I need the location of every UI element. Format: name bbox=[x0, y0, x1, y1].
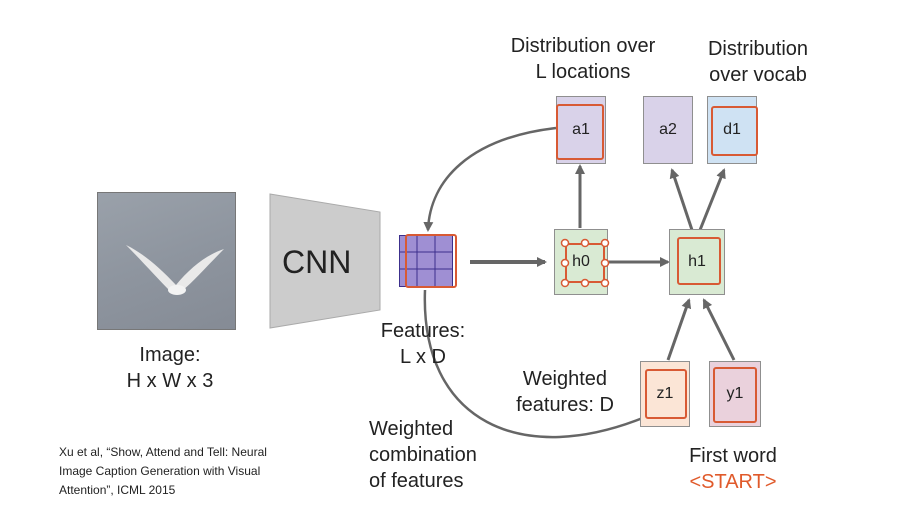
node-h1-highlight bbox=[677, 237, 721, 285]
node-a2-label: a2 bbox=[659, 121, 677, 138]
first-word-text: First word bbox=[689, 445, 777, 467]
features-label-line1: Features: bbox=[380, 320, 466, 342]
node-h1-label: h1 bbox=[688, 253, 706, 270]
node-h0-label: h0 bbox=[572, 253, 590, 270]
weighted-combination-line1: Weighted bbox=[369, 418, 454, 440]
weighted-features-label: Weighted features: D bbox=[495, 366, 635, 418]
weighted-features-line1: Weighted bbox=[522, 368, 608, 390]
arrow-h1-to-a2 bbox=[669, 168, 694, 231]
node-y1-highlight bbox=[713, 367, 757, 423]
cnn-trapezoid-icon bbox=[269, 193, 381, 329]
citation-line1: Xu et al, “Show, Attend and Tell: Neural bbox=[59, 445, 267, 459]
node-z1: z1 bbox=[640, 361, 690, 427]
dist-vocab-line2: over vocab bbox=[709, 64, 807, 86]
node-a1-highlight bbox=[556, 104, 604, 160]
node-a1-label: a1 bbox=[572, 121, 590, 138]
node-a2: a2 bbox=[643, 96, 693, 164]
dist-locations-line2: L locations bbox=[535, 61, 631, 83]
feature-grid-highlight bbox=[405, 234, 457, 288]
citation: Xu et al, “Show, Attend and Tell: Neural… bbox=[59, 443, 267, 500]
image-label: Image: H x W x 3 bbox=[100, 342, 240, 394]
node-y1: y1 bbox=[709, 361, 761, 427]
cnn-label: CNN bbox=[282, 244, 352, 280]
dist-vocab-label: Distribution over vocab bbox=[688, 36, 828, 88]
weighted-combination-line2: combination bbox=[369, 444, 477, 466]
weighted-features-line2: features: D bbox=[516, 394, 614, 416]
node-z1-highlight bbox=[645, 369, 687, 419]
arrow-y1-to-h1 bbox=[702, 298, 736, 361]
node-z1-label: z1 bbox=[656, 385, 674, 402]
features-label-line2: L x D bbox=[400, 346, 446, 368]
node-y1-label: y1 bbox=[726, 385, 744, 402]
dist-locations-label: Distribution over L locations bbox=[488, 33, 678, 85]
first-word-label: First word <START> bbox=[668, 443, 798, 495]
seagull-photo-icon bbox=[97, 192, 236, 330]
features-label: Features: L x D bbox=[358, 318, 488, 370]
citation-line2: Image Caption Generation with Visual bbox=[59, 464, 261, 478]
arrow-z1-to-h1 bbox=[666, 298, 692, 361]
image-label-line1: Image: bbox=[139, 344, 201, 366]
citation-line3: Attention”, ICML 2015 bbox=[59, 483, 176, 497]
dist-locations-line1: Distribution over bbox=[510, 35, 656, 57]
dist-vocab-line1: Distribution bbox=[707, 38, 809, 60]
node-d1-label: d1 bbox=[723, 121, 741, 138]
node-a1: a1 bbox=[556, 96, 606, 164]
node-d1-highlight bbox=[711, 106, 758, 156]
feature-grid-icon bbox=[399, 235, 453, 287]
selection-handles-icon bbox=[560, 238, 610, 288]
arrow-h1-to-d1 bbox=[698, 168, 726, 231]
weighted-combination-label: Weighted combination of features bbox=[369, 416, 477, 494]
image-label-line2: H x W x 3 bbox=[126, 370, 214, 392]
arrow-features-to-z1 bbox=[423, 289, 652, 439]
start-token-text: <START> bbox=[689, 471, 777, 493]
arrow-a1-to-features bbox=[423, 126, 557, 232]
weighted-combination-line3: of features bbox=[369, 470, 464, 492]
seagull-icon bbox=[126, 245, 224, 295]
